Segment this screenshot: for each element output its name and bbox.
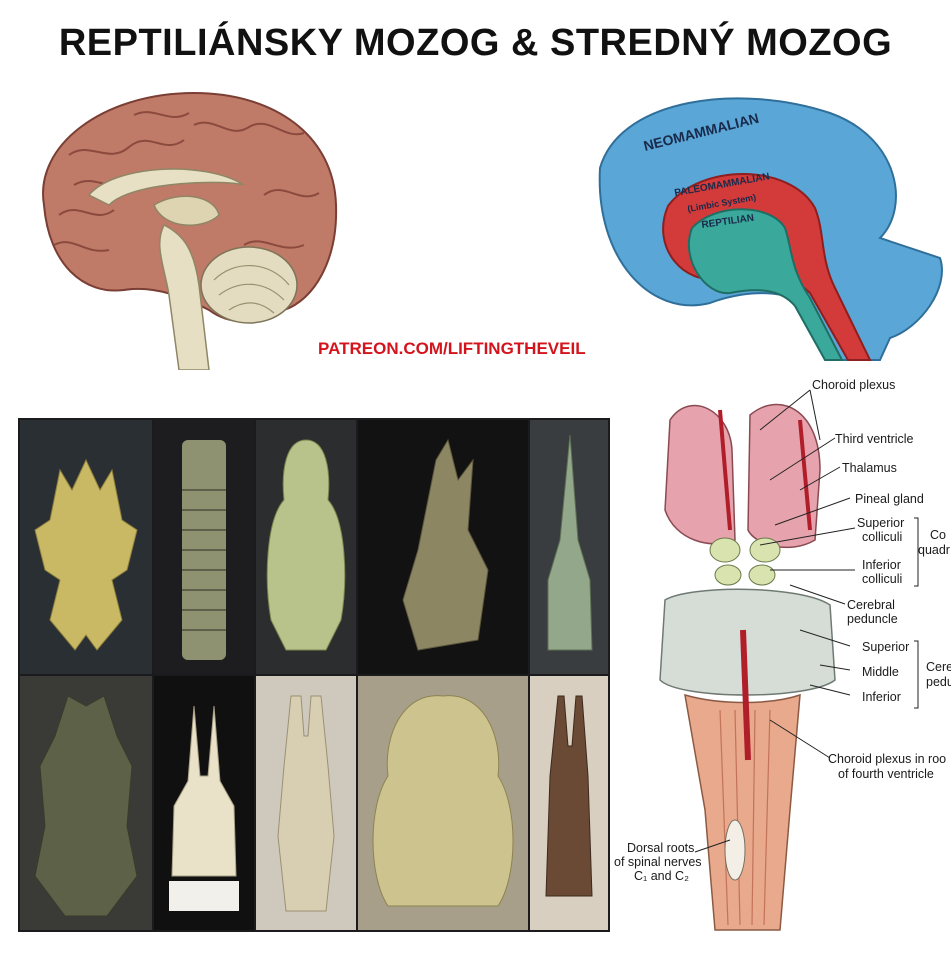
- sagittal-brain-illustration: [42, 91, 338, 370]
- thalamus-lobe-left: [664, 404, 736, 545]
- label-dorsal-roots-2: of spinal nerves: [614, 855, 702, 869]
- label-dorsal-roots-1: Dorsal roots: [627, 841, 695, 855]
- cortex-folds: [53, 111, 320, 252]
- corpus-callosum: [87, 168, 245, 206]
- label-cerebellar-peduncles-1: Cere: [926, 660, 951, 674]
- label-choroid-fourth-2: of fourth ventricle: [838, 767, 934, 781]
- artifact-photo-2: [154, 420, 254, 674]
- label-cerebral-peduncle-1: Cerebral: [847, 598, 895, 612]
- label-middle-peduncle: Middle: [862, 665, 899, 679]
- label-dorsal-roots-3: C₁ and C₂: [634, 869, 689, 883]
- triune-brain-diagram: NEOMAMMALIAN PALEOMAMMALIAN (Limbic Syst…: [598, 97, 943, 361]
- label-third-ventricle: Third ventricle: [835, 432, 914, 446]
- artifact-photo-collage: [18, 418, 610, 932]
- label-cerebral-peduncle-2: peduncle: [847, 612, 898, 626]
- label-quadrigemina-2: quadr: [918, 543, 950, 557]
- label-inferior-colliculi-2: colliculi: [862, 572, 903, 586]
- label-superior-peduncle: Superior: [862, 640, 910, 654]
- label-choroid-plexus: Choroid plexus: [812, 378, 896, 392]
- artifact-photo-3: [256, 420, 356, 674]
- artifact-photo-8: [256, 676, 356, 930]
- label-leader-lines: [694, 389, 856, 853]
- artifact-photo-7: [154, 676, 254, 930]
- artifact-photo-10: [530, 676, 608, 930]
- label-superior-colliculi-2: colliculi: [862, 530, 903, 544]
- artifact-photo-9: [358, 676, 528, 930]
- cerebellar-peduncles-shape: [659, 588, 836, 696]
- watermark-link: PATREON.COM/LIFTINGTHEVEIL: [318, 339, 586, 358]
- brainstem-diagram: [659, 403, 836, 931]
- artifact-photo-6: [20, 676, 152, 930]
- artifact-photo-1: [20, 420, 152, 674]
- label-superior-colliculi-1: Superior: [857, 516, 905, 530]
- label-inferior-colliculi-1: Inferior: [862, 558, 901, 572]
- cerebellum-shape: [200, 246, 298, 324]
- page-title: REPTILIÁNSKY MOZOG & STREDNÝ MOZOG: [58, 22, 893, 64]
- thalamus-region: [153, 195, 220, 226]
- artifact-photo-5: [530, 420, 608, 674]
- label-thalamus: Thalamus: [842, 461, 897, 475]
- label-cerebellar-peduncles-2: pedu: [926, 675, 951, 689]
- artifact-photo-4: [358, 420, 528, 674]
- bracket-lines: [914, 517, 919, 709]
- medulla-shape: [684, 693, 801, 931]
- reptilian-layer: [687, 208, 844, 361]
- label-inferior-peduncle: Inferior: [862, 690, 901, 704]
- label-quadrigemina-1: Co: [930, 528, 946, 542]
- label-choroid-fourth-1: Choroid plexus in roo: [828, 752, 947, 766]
- label-pineal-gland: Pineal gland: [855, 492, 924, 506]
- brainstem-shape: [158, 223, 210, 370]
